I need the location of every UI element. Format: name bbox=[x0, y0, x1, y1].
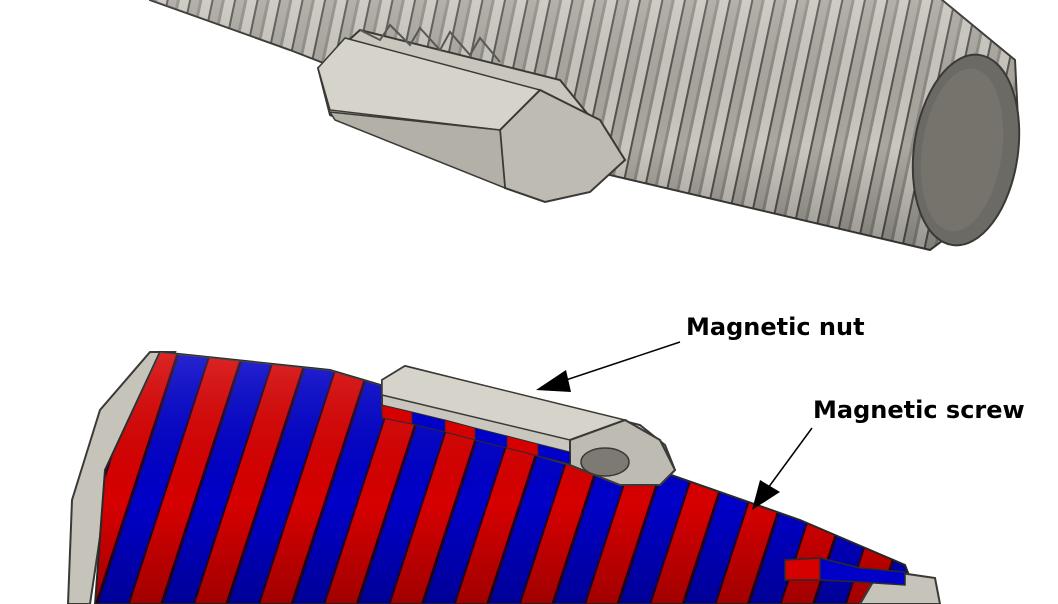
mechanical-screw-group bbox=[149, 0, 1021, 252]
screw-pointer-arrow bbox=[752, 427, 813, 510]
magnetic-nut bbox=[381, 364, 677, 486]
magnetic-screw-label: Magnetic screw bbox=[813, 396, 1025, 424]
mechanical-nut bbox=[316, 23, 627, 204]
nut-pointer-arrow bbox=[536, 341, 681, 392]
magnetic-nut-label: Magnetic nut bbox=[686, 313, 865, 341]
magnetic-screw-group bbox=[66, 350, 942, 604]
